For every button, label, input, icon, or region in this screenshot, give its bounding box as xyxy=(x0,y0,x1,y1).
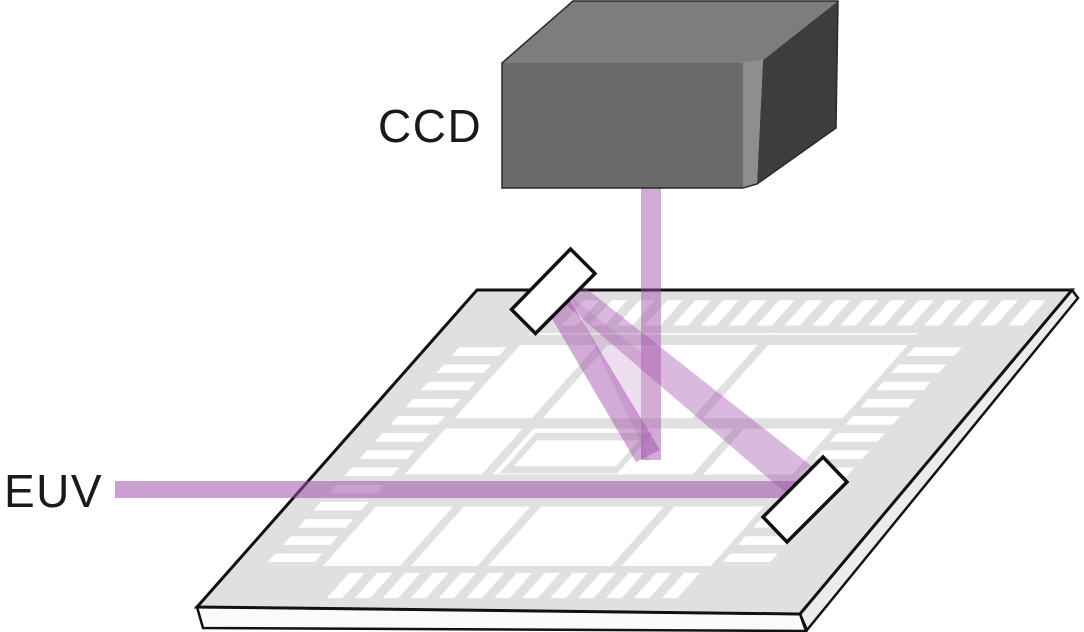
beam-splitter-to-sample-mirror xyxy=(565,286,814,495)
euv-label: EUV xyxy=(4,465,103,517)
ccd-box-outline xyxy=(501,0,839,189)
ccd-box-top-face xyxy=(502,1,838,63)
pattern-streets xyxy=(375,334,918,567)
wafer-top-outline xyxy=(193,288,1076,616)
ccd-box-right-face xyxy=(757,1,838,184)
sample-mirror xyxy=(760,454,850,545)
pattern-die-outline xyxy=(499,432,654,474)
ccd-camera-box xyxy=(501,0,839,189)
euv-beam xyxy=(115,481,799,498)
ccd-box-edge-bevel xyxy=(743,60,763,188)
beamsplitter-mirror xyxy=(509,246,598,336)
patterned-wafer xyxy=(193,287,1080,632)
ccd-label: CCD xyxy=(378,100,482,152)
beam-paths xyxy=(115,185,814,498)
ccd-box-front-face xyxy=(502,63,743,188)
scattered-light-wedge xyxy=(571,297,650,461)
beam-to-ccd xyxy=(641,185,661,460)
beam-splitter-to-wafer xyxy=(551,299,660,462)
